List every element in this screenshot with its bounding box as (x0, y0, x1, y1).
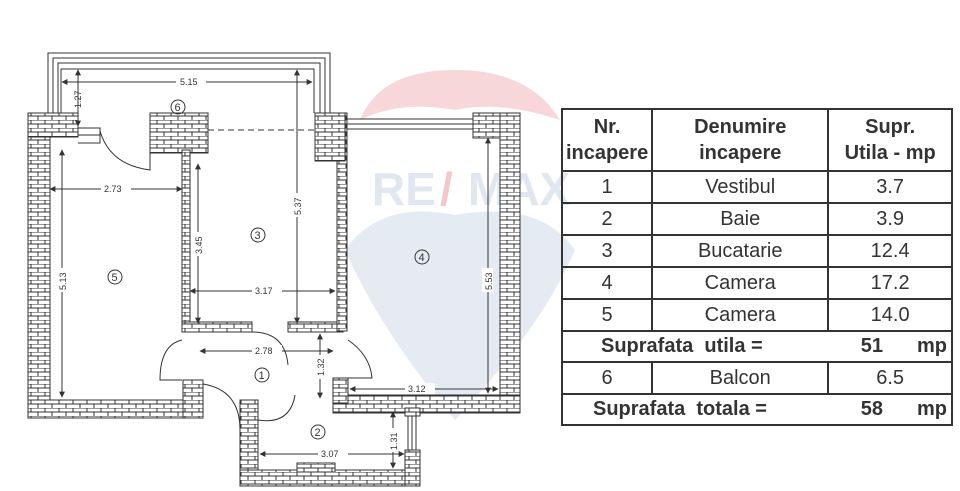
room-5-marker (107, 269, 123, 285)
room-2-number: 2 (315, 427, 321, 439)
dim-hall-depth: 1.32 (316, 358, 326, 376)
room-1-marker (254, 367, 270, 383)
room-5-number: 5 (112, 272, 118, 284)
dim-room4-width: 3.12 (408, 384, 426, 394)
dimension-labels: 5.15 1.27 2.73 5.13 3.45 5.37 3.17 5.53 … (56, 76, 494, 459)
room-4-number: 4 (419, 252, 425, 264)
dim-bath-depth: 1.31 (389, 432, 399, 450)
room-3-marker (250, 227, 266, 243)
room-6-marker (170, 99, 186, 115)
room-1-number: 1 (259, 370, 265, 382)
watermark-logo: RE / MAX (345, 70, 575, 420)
room-labels (107, 99, 430, 440)
room-4-marker (414, 249, 430, 265)
header-room-number: Nr.incapere (560, 108, 654, 172)
grand-total-value: 58 (860, 398, 883, 420)
useful-total-label: Suprafata utila = (601, 335, 763, 357)
room-3-number: 3 (255, 230, 261, 242)
windows (78, 118, 473, 450)
doors (99, 130, 373, 431)
dim-room4-length: 5.53 (484, 272, 494, 290)
header-area: Supr.Utila - mp (827, 108, 953, 172)
room-6-number: 6 (175, 102, 181, 114)
grand-total-label: Suprafata totala = (593, 398, 767, 420)
walls (27, 112, 521, 487)
dim-room3-partial: 3.45 (194, 236, 204, 254)
balcony-railing (47, 52, 331, 113)
dim-room3-length: 5.37 (293, 197, 303, 215)
useful-total-value: 51 (860, 335, 883, 357)
dim-room5-length: 5.13 (58, 272, 68, 290)
dim-room5-width: 2.73 (104, 184, 122, 194)
dim-balcony-depth: 1.27 (73, 90, 83, 108)
dim-balcony-width: 5.15 (180, 77, 198, 87)
svg-text:RE: RE (372, 163, 436, 215)
dim-hall-width: 2.78 (255, 346, 273, 356)
dim-bath-width: 3.07 (321, 449, 339, 459)
room-2-marker (310, 424, 326, 440)
svg-text:/: / (440, 163, 453, 215)
dim-room3-width: 3.17 (255, 286, 273, 296)
